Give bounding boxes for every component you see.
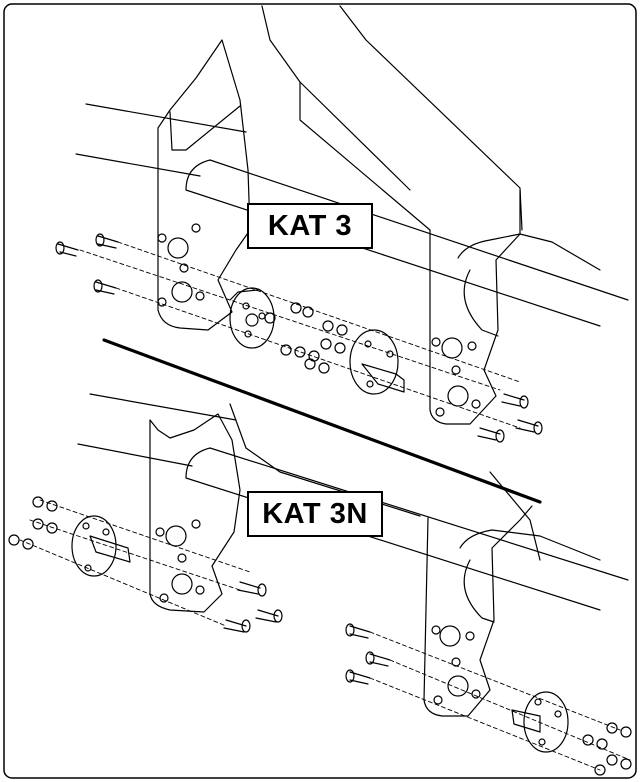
- top-flange-left: [229, 287, 275, 349]
- bottom-left-plate: [149, 413, 241, 613]
- top-left-plate: [157, 39, 251, 331]
- bottom-nuts: [8, 496, 632, 776]
- bottom-frame-bar: [77, 393, 237, 467]
- top-right-plate: [429, 189, 521, 425]
- kat3-label: KAT 3: [247, 203, 373, 249]
- top-frame-bar: [75, 103, 247, 177]
- bottom-assembly-lines: [19, 499, 631, 771]
- top-bolts: [55, 233, 543, 443]
- bottom-right-plate: [423, 505, 533, 717]
- diagram-frame: [3, 3, 637, 779]
- top-nuts: [264, 302, 348, 374]
- bottom-bolts: [223, 581, 391, 685]
- top-flange-right: [349, 329, 405, 395]
- top-main-beam: [261, 5, 523, 231]
- bottom-flange-right: [511, 691, 569, 753]
- kat3n-label: KAT 3N: [247, 491, 383, 537]
- bottom-flange-left: [71, 515, 131, 577]
- top-left-plate-hole: [157, 233, 167, 243]
- divider-line: [102, 338, 542, 504]
